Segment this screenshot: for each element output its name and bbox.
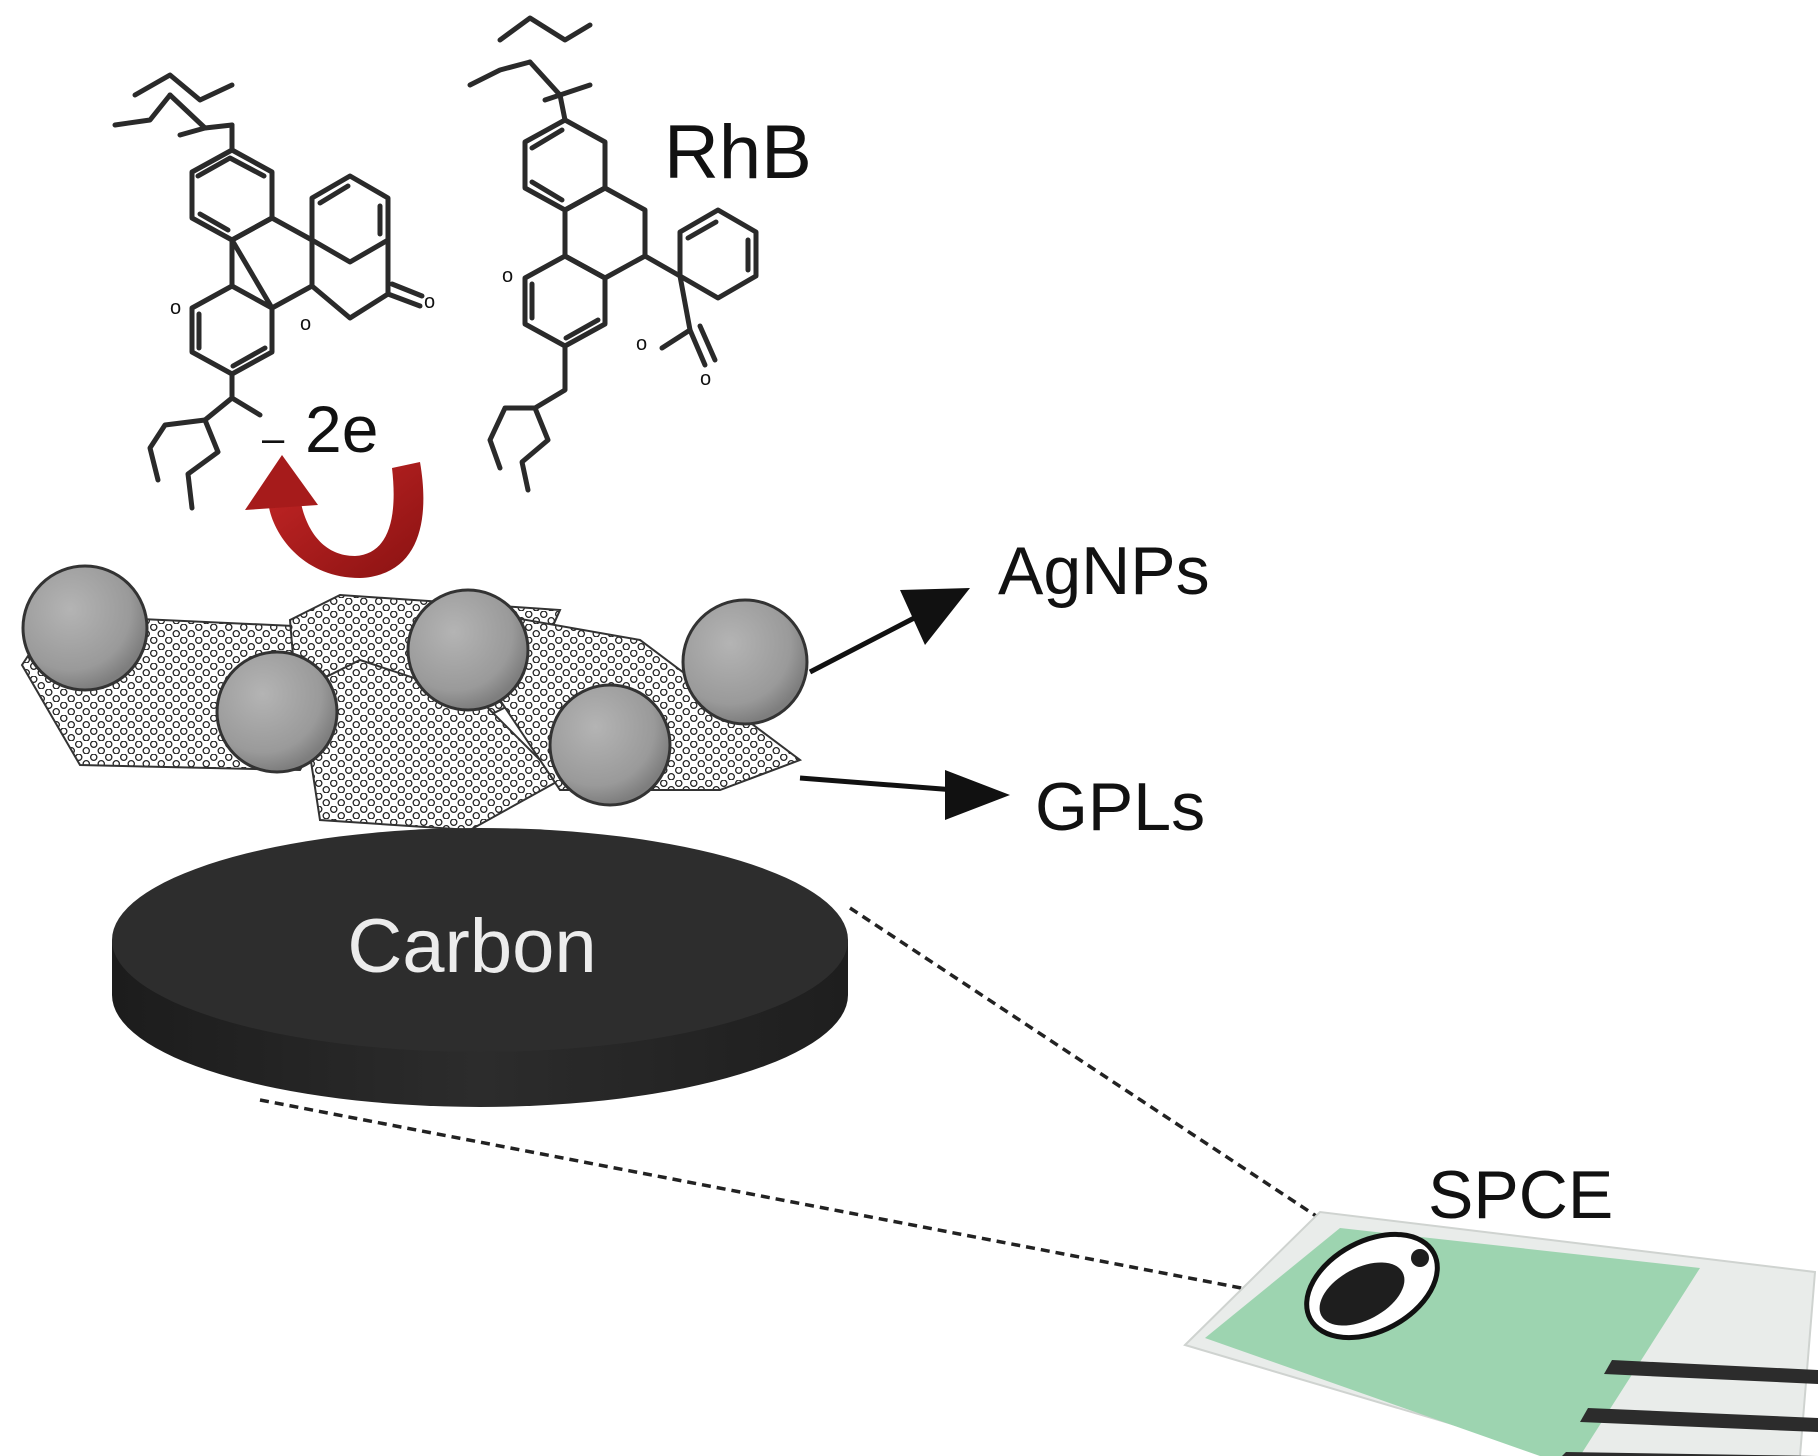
rhb-molecule-right-icon [467,15,759,493]
gpls-pointer-arrow [799,770,1010,820]
carbon-disk [112,828,848,1107]
electron-sign: – [262,417,285,461]
svg-text:o: o [300,313,311,335]
rhb-atom-labels-right: o o o [502,265,711,390]
silver-sphere-icon [21,564,149,692]
svg-text:o: o [700,368,711,390]
zoom-lines [259,906,1361,1307]
rhb-atom-labels-left: o o o [170,291,435,335]
spce-device-icon [1183,1210,1818,1456]
agnps-pointer-arrow [808,588,970,675]
silver-sphere-icon [548,683,672,807]
silver-nanoparticles [21,564,809,807]
svg-text:o: o [636,333,647,355]
svg-text:o: o [502,265,513,287]
rhb-molecule-left-icon [112,72,425,511]
silver-sphere-icon [681,598,809,726]
svg-text:o: o [170,297,181,319]
gpls-label: GPLs [1035,769,1205,845]
electron-transfer-arrow-icon [245,455,424,578]
silver-sphere-icon [406,588,530,712]
carbon-label: Carbon [347,904,596,989]
svg-text:o: o [424,291,435,313]
silver-sphere-icon [215,650,339,774]
spce-label: SPCE [1428,1157,1613,1233]
agnps-label: AgNPs [998,533,1210,609]
rhb-label: RhB [664,110,812,195]
electron-label: 2e [305,392,378,466]
